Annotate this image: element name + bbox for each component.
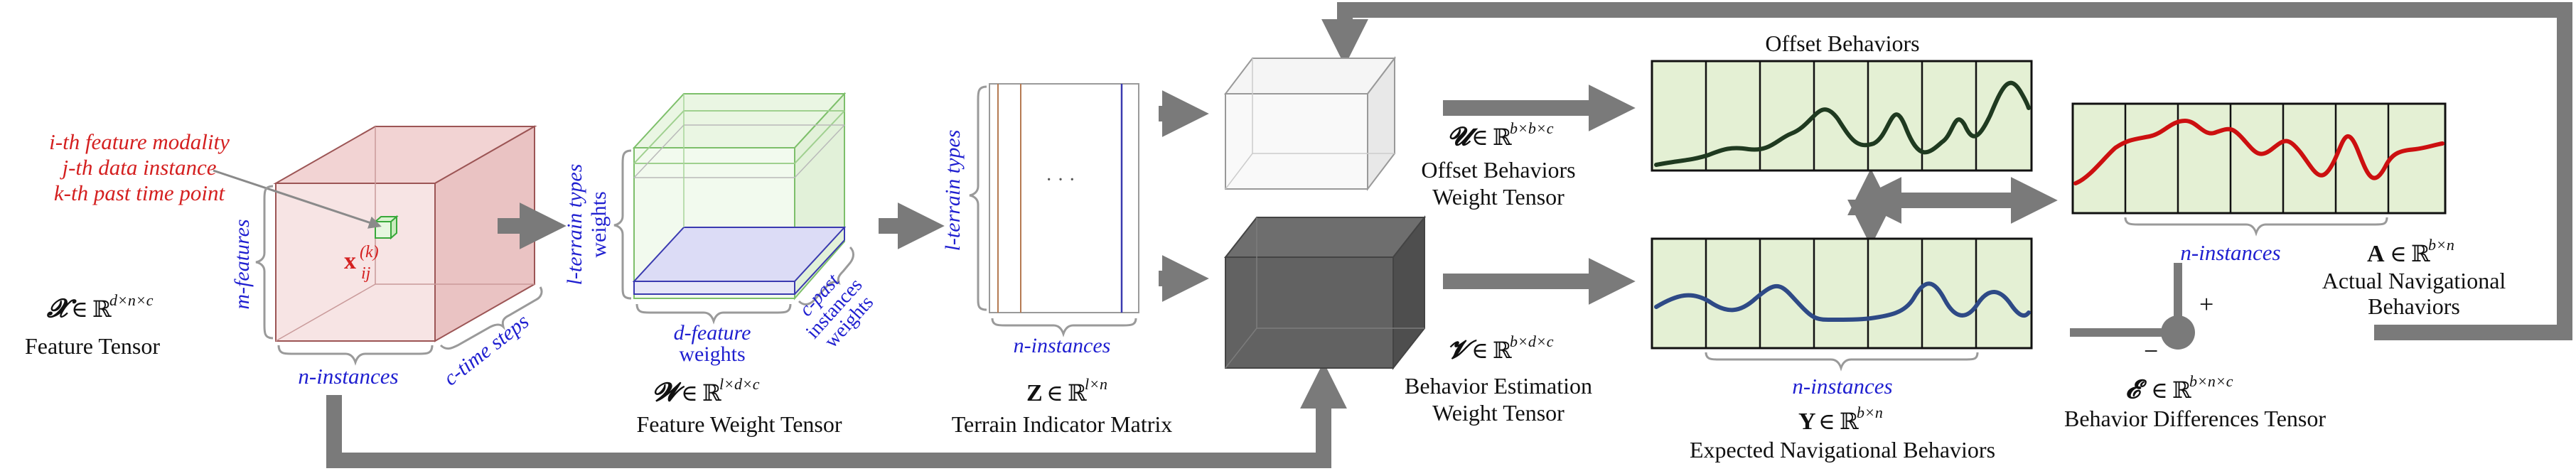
svg-text:𝓔: 𝓔: [2125, 374, 2147, 404]
terrain-matrix-caption: Terrain Indicator Matrix: [952, 411, 1173, 437]
actual-n-instances-label: n-instances: [2180, 240, 2280, 265]
behavior-tensor-caption2: Weight Tensor: [1432, 400, 1565, 426]
svg-text:l×n: l×n: [1085, 375, 1107, 393]
brace-expected-n: [1705, 352, 1979, 372]
svg-text:ℝ: ℝ: [2411, 240, 2430, 267]
behavior-weight-cube: [1223, 215, 1427, 370]
behavior-tensor-symbol: 𝓥 ∈ ℝ b×d×c: [1447, 332, 1554, 364]
expected-behaviors-panel: [1651, 237, 2033, 350]
element-symbol: x ij (k): [344, 243, 379, 283]
expected-behaviors-symbol: Y ∈ ℝ b×n: [1798, 404, 1883, 435]
svg-text:ℝ: ℝ: [1493, 124, 1512, 151]
svg-text:(k): (k): [360, 243, 379, 261]
brace-n-instances: [277, 345, 434, 366]
expected-n-instances-label: n-instances: [1792, 374, 1892, 399]
brace-terrain-n: [991, 318, 1137, 337]
feedback-arrow-bottom: [326, 362, 1347, 468]
svg-text:ℝ: ℝ: [1493, 337, 1512, 364]
offset-tensor-symbol: 𝓤 ∈ ℝ b×b×c: [1447, 119, 1554, 151]
svg-text:∈: ∈: [1471, 124, 1488, 151]
m-features-label: m-features: [230, 219, 254, 309]
brace-terrain-l: [969, 85, 987, 311]
svg-text:∈: ∈: [681, 379, 698, 406]
offset-weight-cube: [1223, 56, 1397, 191]
terrain-l-label: l-terrain types: [941, 130, 965, 251]
svg-text:Z: Z: [1026, 380, 1043, 406]
svg-text:∈: ∈: [2390, 240, 2407, 267]
actual-behaviors-panel: [2071, 102, 2447, 215]
brace-m-features: [255, 185, 274, 340]
svg-text:l×d×c: l×d×c: [719, 375, 760, 393]
difference-tensor-symbol: 𝓔 ∈ ℝ b×n×c: [2125, 372, 2233, 404]
element-cube: [373, 215, 399, 240]
brace-d-feature-weights: [635, 303, 792, 325]
feature-tensor-caption: Feature Tensor: [25, 333, 160, 359]
svg-text:b×d×c: b×d×c: [1510, 332, 1554, 350]
l-terrain-weights-label2: weights: [587, 191, 611, 257]
svg-text:ij: ij: [361, 264, 371, 283]
offset-behaviors-panel: [1651, 60, 2033, 172]
svg-text:b×n×c: b×n×c: [2189, 372, 2233, 390]
behavior-tensor-caption1: Behavior Estimation: [1405, 373, 1592, 399]
plus-sign: +: [2199, 290, 2213, 318]
svg-text:ℝ: ℝ: [92, 296, 112, 323]
svg-text:ℝ: ℝ: [1068, 379, 1087, 406]
svg-text:d×n×c: d×n×c: [109, 291, 154, 309]
brace-actual-n: [2124, 217, 2388, 237]
brace-l-terrain-weights: [613, 149, 632, 300]
minus-sign: −: [2144, 337, 2158, 365]
element-pointer: [213, 169, 382, 229]
feature-n-instances-label: n-instances: [298, 364, 398, 389]
svg-text:A: A: [2367, 241, 2385, 267]
svg-text:∈: ∈: [1818, 408, 1835, 435]
offset-tensor-caption2: Weight Tensor: [1432, 184, 1565, 210]
expected-behaviors-caption: Expected Navigational Behaviors: [1690, 437, 1995, 463]
d-feature-label2: weights: [679, 342, 745, 366]
actual-behaviors-symbol: A ∈ ℝ b×n: [2367, 236, 2454, 267]
weight-tensor-cube: [632, 92, 847, 301]
svg-text:ℝ: ℝ: [2172, 377, 2191, 404]
brace-c-time: [439, 286, 543, 350]
svg-text:ℝ: ℝ: [1840, 408, 1859, 435]
svg-text:∈: ∈: [71, 296, 88, 323]
weight-tensor-symbol: 𝓦 ∈ ℝ l×d×c: [653, 375, 760, 407]
weight-tensor-caption: Feature Weight Tensor: [636, 411, 842, 437]
actual-behaviors-caption1: Actual Navigational: [2322, 268, 2506, 293]
svg-text:∈: ∈: [2151, 377, 2168, 404]
feature-tensor-symbol: 𝓧 ∈ ℝ d×n×c: [46, 291, 154, 323]
offset-behaviors-title: Offset Behaviors: [1765, 31, 1919, 56]
terrain-matrix-symbol: Z ∈ ℝ l×n: [1026, 375, 1107, 406]
ith-modality-label: i-th feature modality: [49, 129, 230, 154]
svg-text:∈: ∈: [1046, 379, 1063, 406]
svg-text:ℝ: ℝ: [702, 379, 721, 406]
svg-text:Y: Y: [1798, 409, 1816, 435]
terrain-n-instances-label: n-instances: [1014, 334, 1111, 357]
d-feature-label1: d-feature: [674, 321, 751, 345]
terrain-matrix: [989, 83, 1139, 313]
jth-instance-label: j-th data instance: [60, 155, 217, 180]
kth-time-label: k-th past time point: [54, 180, 226, 205]
actual-behaviors-caption2: Behaviors: [2368, 293, 2460, 319]
expected-behavior-curve: [1654, 281, 2031, 323]
svg-text:b×n: b×n: [2428, 236, 2454, 254]
svg-text:x: x: [344, 248, 356, 274]
feature-tensor-cube: [273, 125, 537, 342]
feedback-arrow-top: [1321, 2, 2572, 340]
offset-behavior-curve: [1654, 80, 2031, 167]
difference-tensor-caption: Behavior Differences Tensor: [2064, 406, 2326, 431]
svg-text:∈: ∈: [1471, 337, 1488, 364]
terrain-ellipsis: · · ·: [1046, 169, 1075, 191]
actual-behavior-curve: [2073, 118, 2444, 185]
brace-c-past-weights: [798, 246, 854, 305]
sum-node: [2161, 315, 2195, 350]
offset-tensor-caption1: Offset Behaviors: [1421, 157, 1575, 183]
l-terrain-weights-label1: l-terrain types: [563, 164, 586, 286]
svg-text:b×n: b×n: [1857, 404, 1883, 421]
svg-text:b×b×c: b×b×c: [1510, 119, 1554, 137]
